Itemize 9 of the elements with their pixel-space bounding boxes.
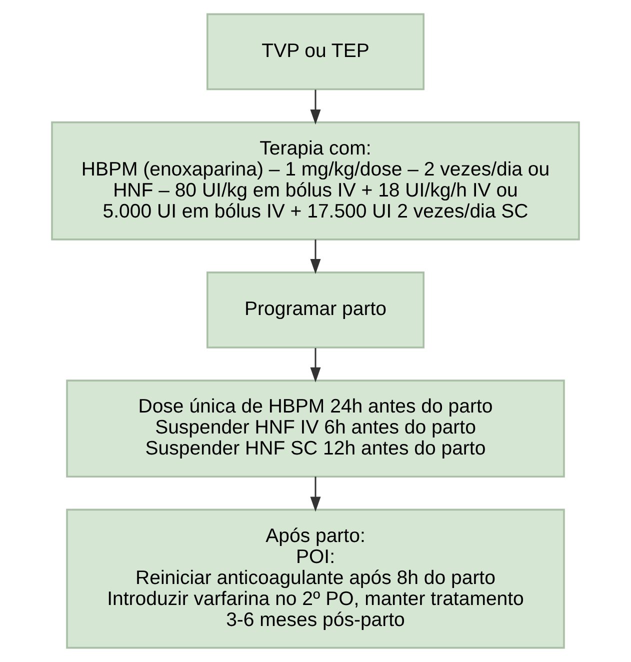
arrow (310, 90, 321, 125)
node-box: Programar parto (206, 272, 424, 348)
arrow (310, 348, 321, 382)
arrow (310, 240, 321, 274)
arrow (310, 476, 321, 512)
node-box: Após parto: POI: Reiniciar anticoagulante após 8h do parto Introduzir varfarina no 2º PO, manter tratamento 3-6 meses pós-parto (66, 508, 565, 649)
node-box: Terapia com: HBPM (enoxaparina) – 1 mg/kg/dose – 2 vezes/dia ou HNF – 80 UI/kg em bólus IV + 18 UI/kg/h IV ou 5.000 UI em bólus IV + 17.500 UI 2 vezes/dia SC (51, 121, 580, 240)
node-box: TVP ou TEP (206, 13, 424, 90)
node-box: Dose única de HBPM 24h antes do parto Suspender HNF IV 6h antes do parto Suspender HNF SC 12h antes do parto (66, 380, 565, 478)
